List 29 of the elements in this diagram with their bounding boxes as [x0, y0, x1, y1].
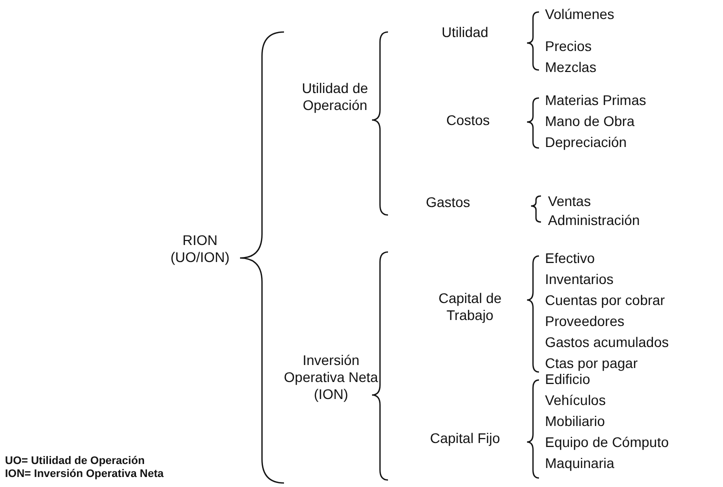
label-text: Capital de Trabajo	[437, 290, 503, 324]
label-text: Edificio	[545, 371, 592, 388]
label-text: Administración	[548, 212, 641, 229]
note-text: ION= Inversión Operativa Neta	[5, 468, 165, 481]
label-text: Volúmenes	[545, 6, 616, 23]
label-text: Precios	[545, 38, 593, 55]
label-text: Cuentas por cobrar	[545, 292, 666, 309]
label-text: Mano de Obra	[545, 113, 636, 130]
label-text: Gastos acumulados	[545, 334, 670, 351]
label-text: Utilidad	[440, 24, 490, 41]
label-text: Ventas	[548, 193, 592, 210]
label-text: Maquinaria	[545, 455, 616, 472]
label-text: Mobiliario	[545, 413, 606, 430]
label-text: Costos	[445, 112, 491, 129]
label-text: Proveedores	[545, 313, 626, 330]
label-text: Depreciación	[545, 134, 628, 151]
label-text: Efectivo	[545, 250, 596, 267]
label-text: Mezclas	[545, 59, 598, 76]
label-text: Equipo de Cómputo	[545, 434, 670, 451]
label-text: Materias Primas	[545, 92, 648, 109]
note-text: UO= Utilidad de Operación	[5, 455, 146, 468]
label-text: Ctas por pagar	[545, 355, 639, 372]
label-text: RION (UO/ION)	[169, 232, 231, 266]
label-text: Inventarios	[545, 271, 614, 288]
label-text: Gastos	[424, 194, 472, 211]
label-text: Inversión Operativa Neta (ION)	[282, 352, 380, 403]
label-text: Capital Fijo	[428, 430, 502, 447]
label-text: Vehículos	[545, 392, 607, 409]
label-text: Utilidad de Operación	[300, 80, 370, 114]
